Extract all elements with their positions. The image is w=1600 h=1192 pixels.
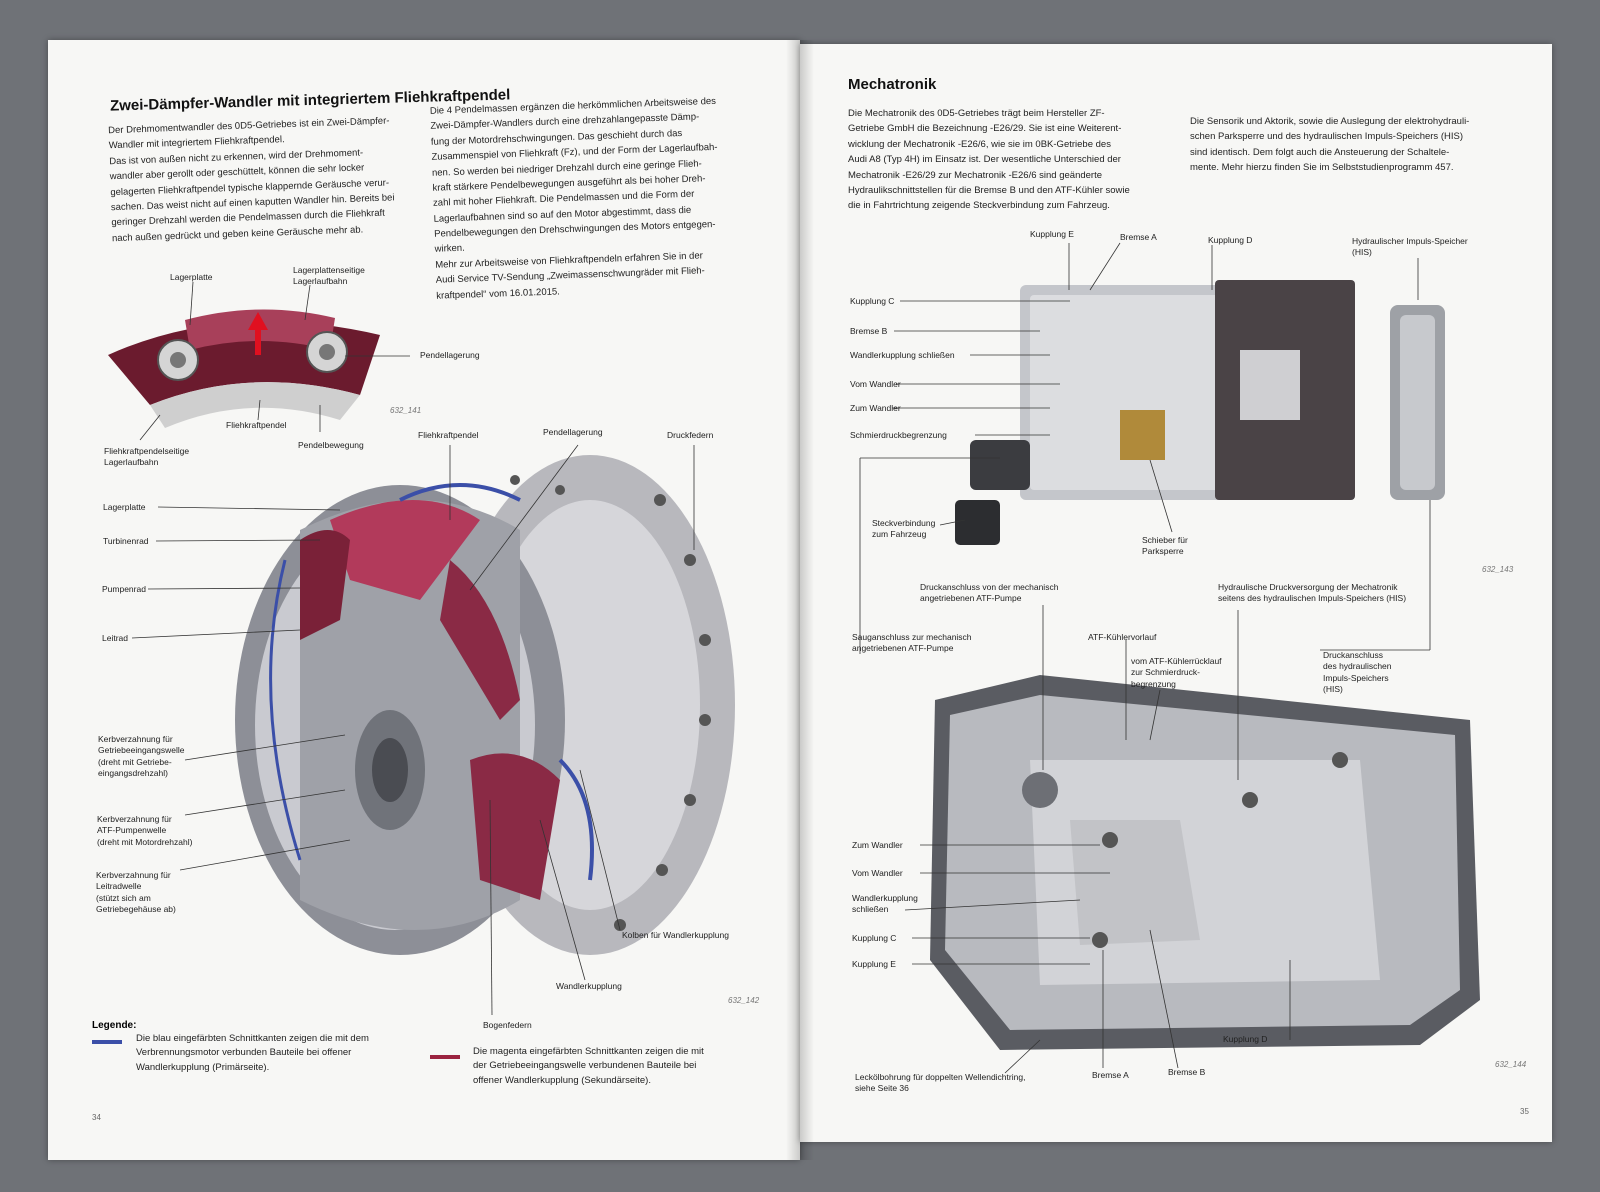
left-paragraph-2: Die 4 Pendelmassen ergänzen die herkömml…: [429, 95, 718, 302]
label-zum-wandler-fig3: Zum Wandler: [850, 403, 901, 413]
valve-body-illustration: [930, 675, 1480, 1050]
label-turbinenrad: Turbinenrad: [103, 536, 149, 546]
page-number-left: 34: [92, 1113, 101, 1122]
label-kupplung-d-fig4: Kupplung D: [1223, 1034, 1268, 1044]
label-bremse-b-fig3: Bremse B: [850, 326, 888, 336]
label-lagerplatte: Lagerplatte: [170, 272, 213, 282]
label-kolben-wandlerkupplung: Kolben für Wandlerkupplung: [622, 930, 729, 940]
label-druckanschluss-mechanisch: Druckanschluss von der mechanisch angetr…: [920, 582, 1059, 604]
label-wandlerkupplung-schliessen-fig3: Wandlerkupplung schließen: [850, 350, 955, 360]
label-bremse-a-fig3: Bremse A: [1120, 232, 1157, 242]
label-bremse-a-fig4: Bremse A: [1092, 1070, 1129, 1080]
label-kupplung-c-fig3: Kupplung C: [850, 296, 895, 306]
label-kerbverzahnung-leitradwelle: Kerbverzahnung für Leitradwelle (stützt …: [96, 870, 176, 915]
label-wandlerkupplung-schliessen-fig4: Wandlerkupplung schließen: [852, 893, 918, 915]
torque-converter-illustration: [235, 455, 735, 955]
label-wandlerkupplung: Wandlerkupplung: [556, 981, 622, 991]
label-vom-wandler-fig4: Vom Wandler: [852, 868, 903, 878]
label-bremse-b-fig4: Bremse B: [1168, 1067, 1206, 1077]
label-leckoelbohrung: Leckölbohrung für doppelten Wellendichtr…: [855, 1072, 1026, 1094]
page-number-right: 35: [1520, 1107, 1529, 1116]
figure-number-632-143: 632_143: [1482, 565, 1514, 574]
label-fliehkraftpendel-fig2: Fliehkraftpendel: [418, 430, 479, 440]
right-paragraph-1: Die Mechatronik des 0D5-Getriebes trägt …: [848, 108, 1130, 212]
label-vom-wandler-fig3: Vom Wandler: [850, 379, 901, 389]
label-kerbverzahnung-atf-pumpenwelle: Kerbverzahnung für ATF-Pumpenwelle (dreh…: [97, 814, 193, 847]
label-pendellagerung-fig1: Pendellagerung: [420, 350, 480, 360]
label-kupplung-e-fig3: Kupplung E: [1030, 229, 1074, 239]
label-his-fig3: Hydraulischer Impuls-Speicher (HIS): [1352, 236, 1468, 258]
mechatronik-illustration: [955, 280, 1445, 545]
label-kupplung-e-fig4: Kupplung E: [852, 959, 896, 969]
label-pendelbewegung: Pendelbewegung: [298, 440, 364, 450]
label-fliehkraftpendelseitige-lagerlaufbahn: Fliehkraftpendelseitige Lagerlaufbahn: [104, 446, 190, 468]
legend-title: Legende:: [92, 1020, 137, 1031]
label-kerbverzahnung-getriebeeingangswelle: Kerbverzahnung für Getriebeeingangswelle…: [98, 734, 185, 779]
label-sauganschluss: Sauganschluss zur mechanisch angetrieben…: [852, 632, 972, 654]
right-page-title: Mechatronik: [848, 76, 937, 93]
left-paragraph-1: Der Drehmomentwandler des 0D5-Getriebes …: [108, 115, 395, 244]
legend-blue-text: Die blau eingefärbten Schnittkanten zeig…: [136, 1033, 369, 1073]
label-druckanschluss-his: Druckanschluss des hydraulischen Impuls-…: [1323, 650, 1392, 695]
legend-magenta-text: Die magenta eingefärbten Schnittkanten z…: [473, 1046, 704, 1086]
label-zum-wandler-fig4: Zum Wandler: [852, 840, 903, 850]
label-lagerplattenseitige-lagerlaufbahn: Lagerplattenseitige Lagerlaufbahn: [293, 265, 365, 287]
label-leitrad: Leitrad: [102, 633, 128, 643]
label-atf-kuehlervorlauf: ATF-Kühlervorlauf: [1088, 632, 1157, 642]
label-kupplung-c-fig4: Kupplung C: [852, 933, 897, 943]
figure-number-632-142: 632_142: [728, 996, 760, 1005]
label-steckverbindung: Steckverbindung zum Fahrzeug: [872, 518, 936, 540]
label-schmierdruckbegrenzung: Schmierdruckbegrenzung: [850, 430, 947, 440]
label-kupplung-d-fig3: Kupplung D: [1208, 235, 1253, 245]
label-pumpenrad: Pumpenrad: [102, 584, 146, 594]
label-bogenfedern: Bogenfedern: [483, 1020, 532, 1030]
label-lagerplatte-fig2: Lagerplatte: [103, 502, 146, 512]
label-atf-kuehlerruecklauf: vom ATF-Kühlerrücklauf zur Schmierdruck-…: [1131, 656, 1222, 689]
label-pendellagerung-fig2: Pendellagerung: [543, 427, 603, 437]
fliehkraftpendel-illustration: [108, 309, 380, 428]
right-paragraph-2: Die Sensorik und Aktorik, sowie die Ausl…: [1190, 116, 1470, 174]
legend-blue-swatch: [92, 1040, 122, 1044]
figure-number-632-144: 632_144: [1495, 1060, 1527, 1069]
figure-number-632-141: 632_141: [390, 406, 422, 415]
legend-magenta-swatch: [430, 1055, 460, 1059]
label-druckfedern: Druckfedern: [667, 430, 714, 440]
label-schieber-parksperre: Schieber für Parksperre: [1142, 535, 1188, 557]
label-hydraulische-druckversorgung: Hydraulische Druckversorgung der Mechatr…: [1218, 582, 1407, 604]
label-fliehkraftpendel-fig1: Fliehkraftpendel: [226, 420, 287, 430]
